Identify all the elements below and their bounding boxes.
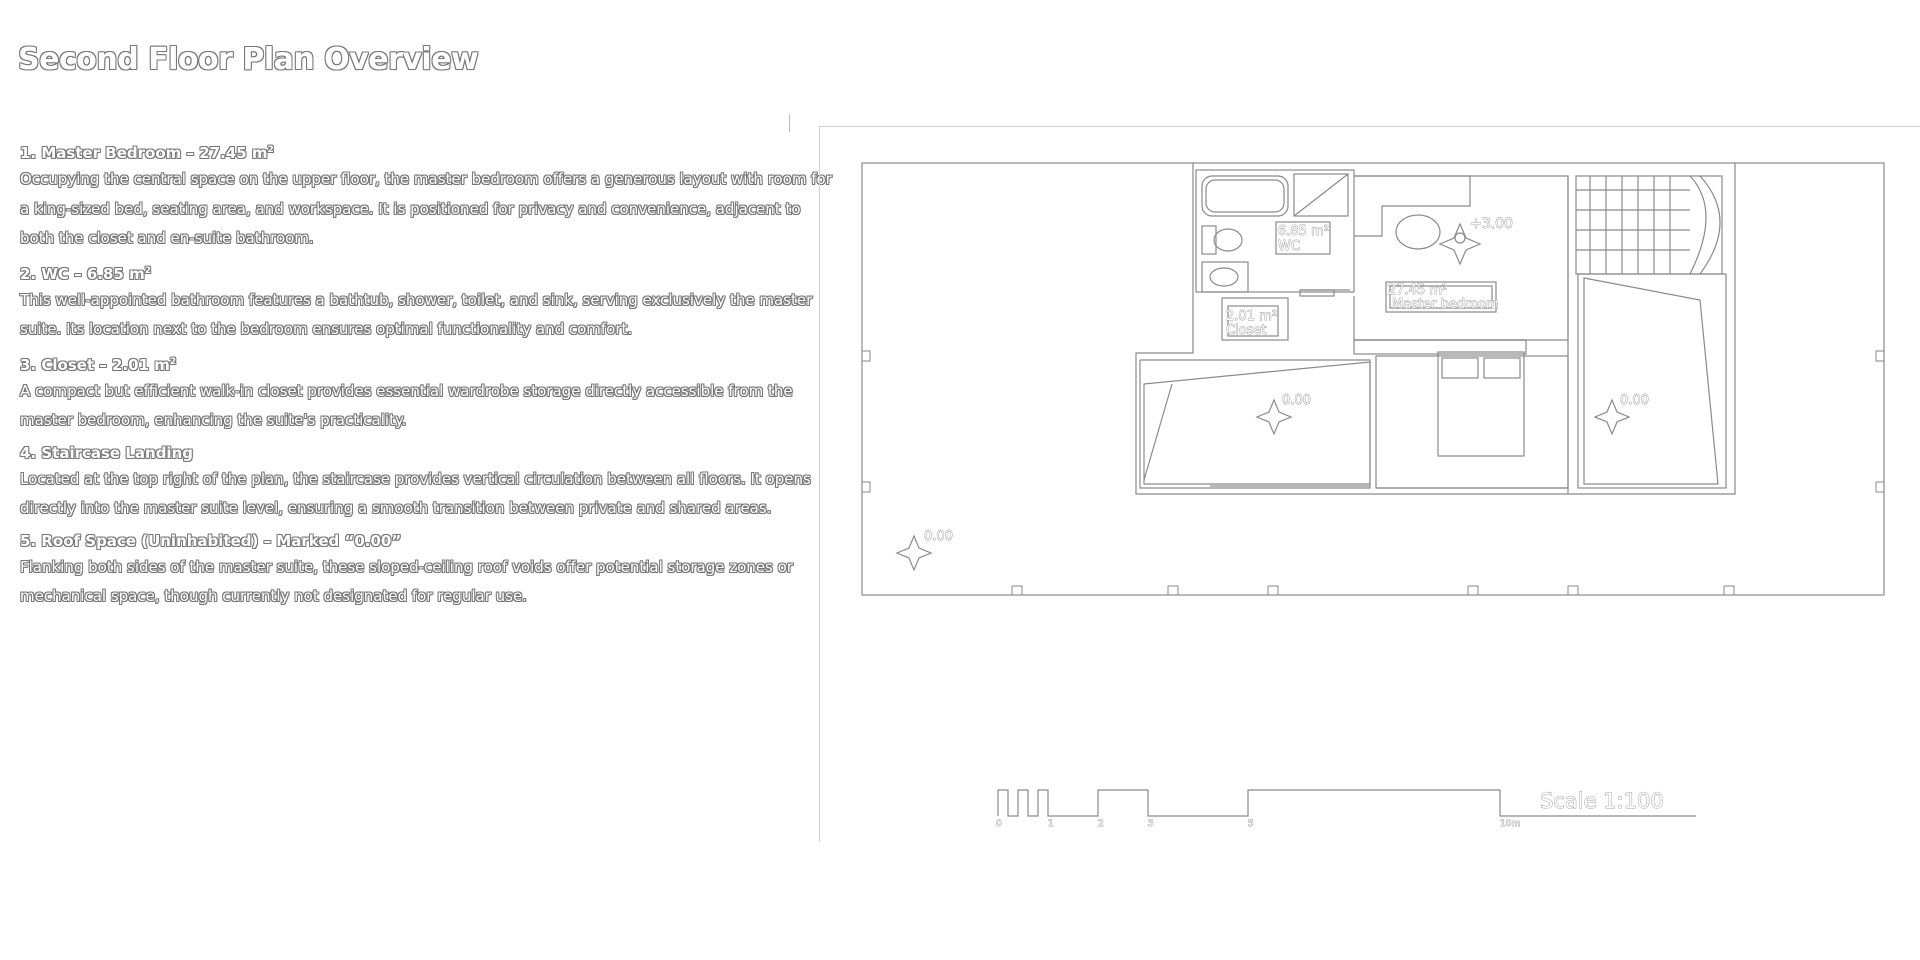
- room-descriptions: 1. Master Bedroom – 27.45 m2 Occupying t…: [20, 138, 838, 617]
- section-heading: 4. Staircase Landing: [20, 443, 193, 462]
- horizontal-divider: [820, 126, 1920, 127]
- level-label-master: +3.00: [1470, 216, 1513, 232]
- level-label-roof-left: 0.00: [1282, 393, 1311, 408]
- site-boundary: [861, 162, 1885, 596]
- closet-name-label: Closet: [1226, 323, 1267, 338]
- level-marker-roof-right: [1593, 398, 1631, 436]
- bathtub: [1201, 175, 1289, 217]
- level-marker-outside: [895, 534, 933, 572]
- level-label-roof-right: 0.00: [1620, 393, 1649, 408]
- level-marker-master: [1438, 222, 1482, 266]
- roof-space-left: [1143, 361, 1371, 485]
- roof-space-right: [1577, 273, 1727, 489]
- master-area-label: 27.45 m²: [1388, 283, 1447, 298]
- section-body: Flanking both sides of the master suite,…: [20, 557, 793, 606]
- section-body: Located at the top right of the plan, th…: [20, 469, 811, 518]
- closet-area-label: 2.01 m²: [1226, 309, 1277, 324]
- scale-label: Scale 1:100: [1540, 789, 1664, 813]
- divider-tick: [789, 114, 790, 132]
- scale-bar: 0 1 2 3 5 10m Scale 1:100: [996, 789, 1696, 829]
- vertical-divider: [819, 126, 820, 842]
- level-marker-roof-left: [1255, 398, 1293, 436]
- section-heading: 5. Roof Space (Uninhabited) – Marked “0.…: [20, 531, 402, 550]
- scale-tick-2: 2: [1098, 819, 1104, 829]
- closet-room: [1221, 297, 1289, 341]
- section-closet: 3. Closet – 2.01 m2 A compact but effici…: [20, 350, 838, 436]
- section-body: A compact but efficient walk-in closet p…: [20, 381, 793, 430]
- section-heading: 3. Closet – 2.01 m2: [20, 355, 177, 374]
- section-wc: 2. WC – 6.85 m2 This well-appointed bath…: [20, 259, 838, 345]
- section-body: Occupying the central space on the upper…: [20, 170, 832, 247]
- building-outline: [1135, 163, 1736, 495]
- section-roof-space: 5. Roof Space (Uninhabited) – Marked “0.…: [20, 529, 838, 612]
- scale-tick-10m: 10m: [1500, 819, 1520, 829]
- section-heading: 1. Master Bedroom – 27.45 m2: [20, 144, 274, 162]
- staircase: [1575, 175, 1723, 275]
- section-master-bedroom: 1. Master Bedroom – 27.45 m2 Occupying t…: [20, 138, 838, 254]
- scale-tick-3: 3: [1148, 819, 1154, 829]
- boundary-ticks: [861, 350, 1885, 596]
- section-staircase: 4. Staircase Landing Located at the top …: [20, 441, 838, 524]
- scale-tick-1: 1: [1048, 819, 1054, 829]
- scale-tick-5: 5: [1248, 819, 1254, 829]
- wc-name-label: WC: [1278, 239, 1300, 254]
- round-chair: [1395, 214, 1441, 250]
- toilet-tank: [1201, 225, 1217, 255]
- wc-room: [1195, 169, 1355, 293]
- bed: [1353, 339, 1569, 489]
- wc-area-label: 6.85 m²: [1278, 224, 1329, 239]
- toilet-bowl: [1213, 228, 1243, 252]
- section-body: This well-appointed bathroom features a …: [20, 290, 813, 339]
- section-heading: 2. WC – 6.85 m2: [20, 264, 151, 283]
- master-name-label: Master bedroom: [1392, 297, 1499, 312]
- level-label-outside: 0.00: [924, 529, 953, 544]
- page-title: Second Floor Plan Overview: [18, 42, 479, 77]
- scale-tick-0: 0: [996, 819, 1002, 829]
- sink: [1201, 261, 1249, 293]
- shower: [1293, 173, 1349, 217]
